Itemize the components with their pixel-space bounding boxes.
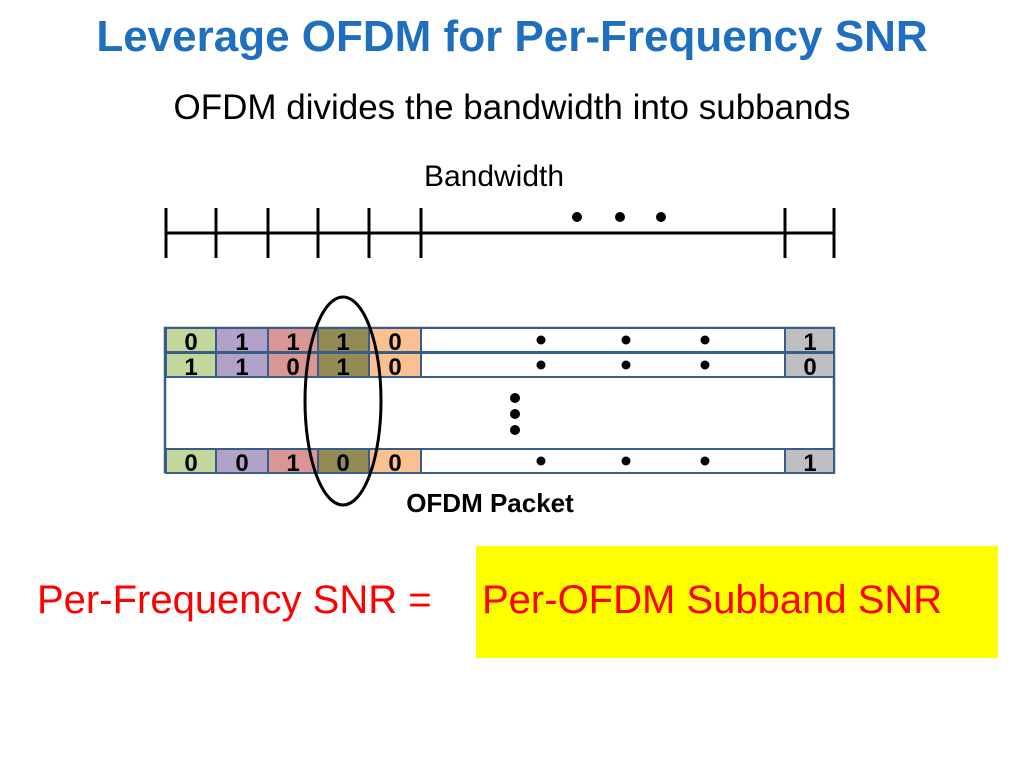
subband-cell	[215, 327, 269, 353]
ellipsis-dot	[536, 456, 546, 466]
bit-label: 1	[336, 354, 349, 381]
subband-cell	[368, 327, 422, 353]
ellipsis-dot	[656, 212, 666, 222]
bit-label: 1	[803, 450, 816, 477]
bit-label: 0	[803, 354, 816, 381]
bit-label: 0	[336, 450, 349, 477]
ellipsis-dot	[700, 335, 710, 345]
subband-highlight-ellipse	[303, 295, 383, 507]
subband-cell	[317, 448, 370, 474]
subband-cell	[784, 448, 835, 474]
ellipsis-dot	[621, 335, 631, 345]
ofdm-packet: 0 1 1 1 0 1 1 1 0 1 0 0	[163, 295, 836, 507]
subband-cell	[215, 448, 269, 474]
bit-label: 0	[184, 450, 197, 477]
subband-cell	[420, 448, 786, 474]
subband-cell	[165, 448, 217, 474]
equation-left: Per-Frequency SNR =	[37, 578, 432, 622]
equation-highlight-box	[476, 546, 998, 658]
subband-cell	[317, 352, 370, 378]
bit-label: 1	[235, 354, 248, 381]
subband-cell	[420, 327, 786, 353]
bit-label: 1	[235, 329, 248, 356]
bit-label: 0	[388, 329, 401, 356]
bandwidth-axis	[164, 208, 836, 258]
ellipsis-dot	[615, 212, 625, 222]
subband-cell	[165, 327, 217, 353]
bandwidth-label: Bandwidth	[423, 160, 565, 193]
slide-title: Leverage OFDM for Per-Frequency SNR	[96, 12, 928, 61]
ellipsis-dot	[572, 212, 582, 222]
bit-label: 0	[388, 354, 401, 381]
subband-cell	[420, 352, 786, 378]
ellipsis-dot	[621, 456, 631, 466]
packet-row: 0 1 1 1 0 1	[165, 327, 835, 356]
packet-row: 0 0 1 0 0 1	[165, 448, 835, 477]
ellipsis-dot	[536, 360, 546, 370]
vertical-ellipsis-dot	[510, 409, 520, 419]
vertical-ellipsis-dot	[510, 425, 520, 435]
slide-subtitle: OFDM divides the bandwidth into subbands	[173, 88, 851, 127]
ellipsis-dot	[621, 360, 631, 370]
ofdm-packet-label: OFDM Packet	[406, 488, 574, 518]
ellipsis-dot	[700, 456, 710, 466]
subband-cell	[165, 352, 217, 378]
equation-right: Per-OFDM Subband SNR	[482, 578, 943, 622]
ellipsis-dot	[700, 360, 710, 370]
bit-label: 1	[803, 329, 816, 356]
ellipsis-dot	[536, 335, 546, 345]
packet-row: 1 1 0 1 0 0	[165, 352, 835, 381]
bit-label: 1	[286, 450, 299, 477]
subband-cell	[784, 352, 835, 378]
bit-label: 1	[286, 329, 299, 356]
bit-label: 0	[388, 450, 401, 477]
bit-label: 1	[336, 329, 349, 356]
bit-label: 1	[184, 354, 197, 381]
bit-label: 0	[286, 354, 299, 381]
vertical-ellipsis-dot	[510, 393, 520, 403]
bit-label: 0	[235, 450, 248, 477]
bit-label: 0	[184, 329, 197, 356]
subband-cell	[215, 352, 269, 378]
